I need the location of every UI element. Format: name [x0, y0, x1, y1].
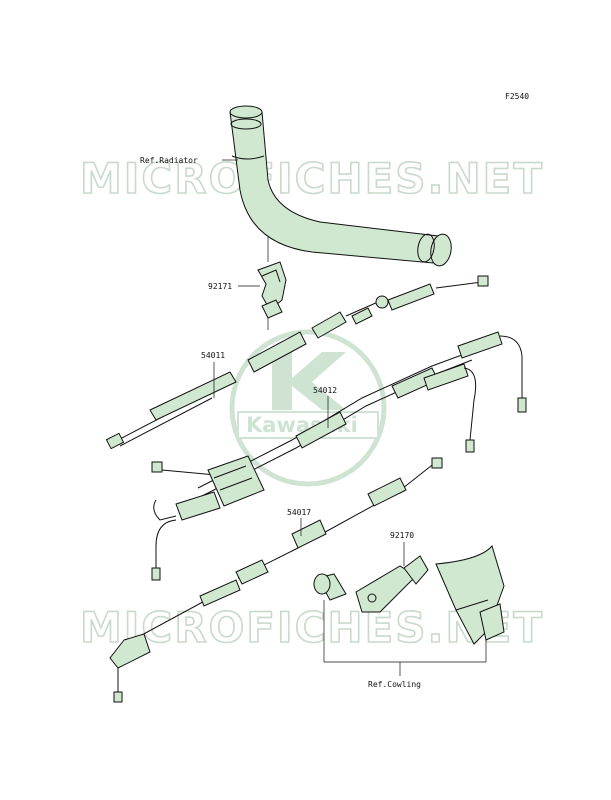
cable-54011: [105, 275, 489, 450]
watermark-top: MICROFICHES.NET: [80, 154, 544, 203]
callout-92170: 92170: [390, 531, 414, 540]
cable-54012: [151, 331, 527, 497]
callout-54011: 54011: [201, 351, 225, 360]
callout-54012: 54012: [313, 386, 337, 395]
radiator-hose: [229, 105, 452, 267]
carb-bracket: [151, 455, 265, 581]
callout-ref-cowling: Ref.Cowling: [368, 680, 421, 689]
figure-code: F2540: [505, 92, 529, 101]
callout-92171: 92171: [208, 282, 232, 291]
clamp-92171: [257, 236, 287, 330]
bracket-92170: [313, 544, 505, 645]
cable-54017: [109, 457, 443, 703]
kawasaki-logo: Kawasaki: [229, 329, 387, 487]
callout-54017: 54017: [287, 508, 311, 517]
callout-ref-radiator: Ref.Radiator: [140, 156, 198, 165]
leader-ref-cowling: [323, 600, 487, 676]
